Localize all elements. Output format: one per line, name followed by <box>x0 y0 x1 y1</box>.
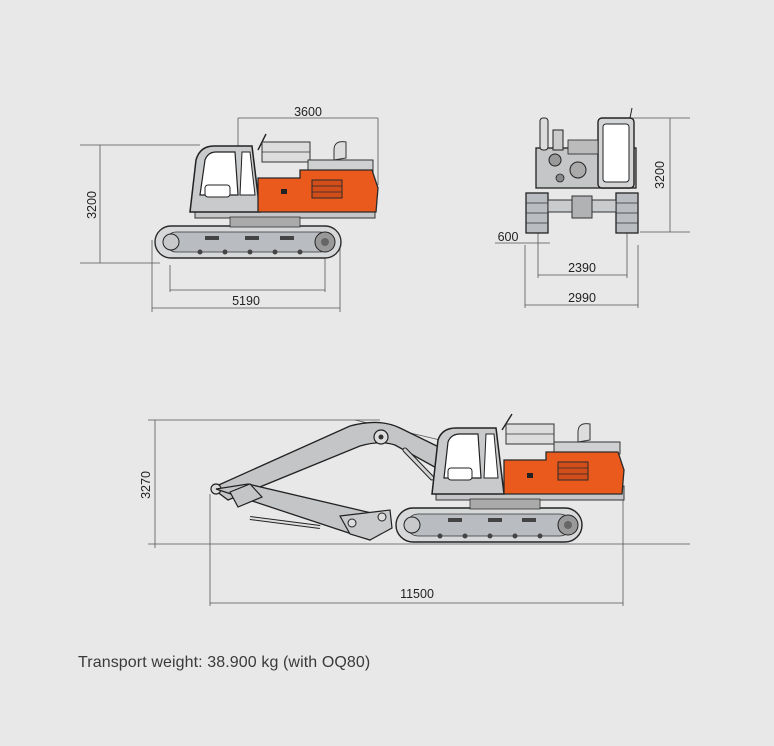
side-height-label: 3200 <box>85 191 99 219</box>
front-overall-width-label: 2990 <box>568 291 596 305</box>
front-view-excavator <box>495 107 690 308</box>
front-track-gauge-label: 2390 <box>568 261 596 275</box>
side-tail-width-label: 3600 <box>294 105 322 119</box>
side-view-dimension-lines <box>80 117 379 312</box>
side-track-length-label: 5190 <box>232 294 260 308</box>
transport-view-excavator <box>148 413 690 606</box>
front-shoe-width-label: 600 <box>498 230 519 244</box>
side-view-excavator <box>80 117 379 312</box>
transport-dimension-lines <box>148 419 690 606</box>
front-height-label: 3200 <box>653 161 667 189</box>
front-view-dimension-lines <box>495 117 690 308</box>
transport-weight-caption: Transport weight: 38.900 kg (with OQ80) <box>78 654 371 671</box>
transport-length-label: 11500 <box>400 587 434 601</box>
transport-height-label: 3270 <box>139 471 153 499</box>
